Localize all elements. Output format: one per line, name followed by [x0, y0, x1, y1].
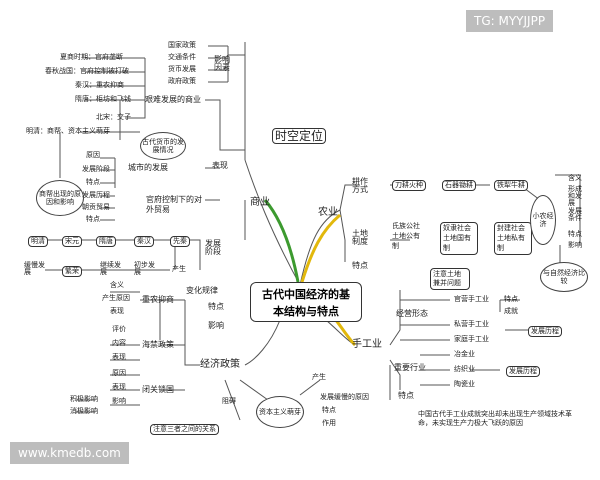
- agri-farming: 耕作方式: [352, 177, 368, 194]
- haijin-item-2: 内容: [112, 339, 126, 347]
- stage-suitang: 隋唐: [96, 236, 116, 247]
- stage-qinhan: 秦汉: [134, 236, 154, 247]
- farming-3: 铁犁牛耕: [494, 180, 528, 191]
- form-official: 官营手工业: [454, 295, 489, 303]
- zhongnong-item-2: 产生原因: [102, 294, 130, 302]
- capitalism-feature: 特点: [322, 406, 336, 414]
- farming-2: 石器锄耕: [442, 180, 476, 191]
- policy-biguan: 闭关锁国: [142, 385, 174, 394]
- capitalism-bubble: 资本主义萌芽: [256, 396, 304, 428]
- official-feature: 特点: [504, 295, 518, 303]
- land-2: 奴隶社会土地国有制: [440, 222, 478, 256]
- period-qinhan: 秦汉：重农抑商: [75, 81, 124, 89]
- commerce-hard-dev: 艰难发展的商业: [145, 95, 201, 104]
- capitalism-produce: 产生: [312, 373, 326, 381]
- stage-continue: 继续发展: [100, 261, 121, 276]
- period-xiashang: 夏商时期：官府垄断: [60, 53, 123, 61]
- city-dev: 城市的发展: [128, 163, 168, 172]
- land-3: 封建社会土地私有制: [494, 222, 532, 256]
- currency-bubble: 古代货币的发展情况: [140, 132, 186, 160]
- stage-initial: 初步发展: [134, 261, 155, 276]
- stage-emerge: 产生: [172, 265, 186, 273]
- xiaonong-item-5: 影响: [568, 241, 582, 249]
- biguan-item-3: 影响: [112, 397, 126, 405]
- stage-slow: 缓慢发展: [24, 261, 45, 276]
- haijin-item-1: 评价: [112, 325, 126, 333]
- handicraft-industries: 重要行业: [394, 363, 426, 372]
- handicraft-note: 中国古代手工业成就突出却未出现生产领域技术革命，未实现生产力极大飞跃的原因: [418, 410, 572, 428]
- policy-obstruct: 阻碍: [222, 397, 236, 405]
- stage-songyuan: 宋元: [62, 236, 82, 247]
- period-suitang: 隋唐：柜坊和飞钱: [75, 95, 131, 103]
- form-private: 私营手工业: [454, 320, 489, 328]
- commerce-feature: 特点: [208, 302, 224, 311]
- stage-prosper: 繁荣: [62, 266, 82, 277]
- agri-feature: 特点: [352, 261, 368, 270]
- handicraft-forms: 经营形态: [396, 309, 428, 318]
- node-policy: 经济政策: [200, 359, 240, 370]
- foreign-trade: 官府控制下的对外贸易: [146, 195, 202, 215]
- industry-metal: 冶金业: [454, 350, 475, 358]
- xiaonong-item-4: 特点: [568, 230, 582, 238]
- commerce-change: 变化规律: [186, 286, 218, 295]
- impact-negative: 消极影响: [70, 407, 98, 415]
- xiaonong-item-1: 含义: [568, 174, 582, 182]
- city-item-1: 原因: [86, 151, 100, 159]
- land-annex-note: 注意土地兼并问题: [430, 268, 470, 291]
- node-commerce: 商业: [250, 197, 270, 208]
- node-agriculture: 农业: [318, 207, 338, 218]
- policy-haijin: 海禁政策: [142, 340, 174, 349]
- center-title-line2: 本结构与特点: [273, 305, 339, 318]
- impact-positive: 积极影响: [70, 395, 98, 403]
- land-1: 氏族公社土地公有制: [392, 222, 420, 250]
- agri-land: 土地制度: [352, 229, 368, 246]
- industry-ceramic: 陶瓷业: [454, 380, 475, 388]
- haijin-item-3: 表现: [112, 353, 126, 361]
- factor-3: 货币发展: [168, 65, 196, 73]
- period-mingqing: 明清：商帮、资本主义萌芽: [26, 127, 110, 135]
- commerce-impact: 影响: [208, 321, 224, 330]
- farming-1: 刀耕火种: [392, 180, 426, 191]
- watermark-bottom: www.kmedb.com: [10, 442, 129, 464]
- center-node: 古代中国经济的基 本结构与特点: [250, 282, 362, 322]
- capitalism-role: 作用: [322, 419, 336, 427]
- handicraft-history2: 发展历程: [506, 366, 540, 377]
- stages-label: 发展阶段: [205, 239, 221, 256]
- handicraft-feature: 特点: [398, 391, 414, 400]
- biguan-item-2: 表现: [112, 383, 126, 391]
- xiaonong-item-3: 发展条件: [568, 207, 582, 222]
- stage-xianqin: 先秦: [170, 236, 190, 247]
- official-achieve: 成就: [504, 307, 518, 315]
- handicraft-history1: 发展历程: [528, 326, 562, 337]
- natural-bubble: 与自然经济比较: [540, 262, 588, 292]
- factor-1: 国家政策: [168, 41, 196, 49]
- form-family: 家庭手工业: [454, 335, 489, 343]
- xiaonong-bubble: 小农经济: [530, 195, 556, 245]
- node-shikong: 时空定位: [272, 128, 327, 144]
- node-handicraft: 手工业: [352, 339, 382, 350]
- city-item-2: 发展阶段: [82, 165, 110, 173]
- factor-2: 交通条件: [168, 53, 196, 61]
- stage-mingqing: 明清: [28, 236, 48, 247]
- city-item-3: 特点: [86, 178, 100, 186]
- center-title-line1: 古代中国经济的基: [262, 288, 350, 301]
- zhongnong-item-3: 表现: [110, 307, 124, 315]
- watermark-top: TG: MYYJJPP: [466, 10, 554, 32]
- biguan-item-1: 原因: [112, 369, 126, 377]
- commerce-influence: 影响因素: [214, 55, 230, 72]
- capitalism-slow: 发展缓慢的原因: [320, 393, 369, 401]
- industry-textile: 纺织业: [454, 365, 475, 373]
- zhongnong-item-1: 含义: [110, 281, 124, 289]
- foreign-item-2: 朝贡贸易: [82, 203, 110, 211]
- policy-zhongnong: 重农抑商: [142, 295, 174, 304]
- policy-note: 注意三者之间的关系: [150, 424, 219, 435]
- period-song: 北宋：交子: [96, 113, 131, 121]
- foreign-item-1: 发展历程: [82, 191, 110, 199]
- merchant-bubble: 商帮出现的原因和影响: [36, 180, 84, 216]
- factor-4: 政府政策: [168, 77, 196, 85]
- foreign-item-3: 特点: [86, 215, 100, 223]
- xiaonong-item-2: 形成和发展: [568, 185, 582, 207]
- commerce-biaoxian: 表现: [212, 161, 228, 170]
- period-chunqiu: 春秋战国：官府控制被打破: [45, 67, 129, 75]
